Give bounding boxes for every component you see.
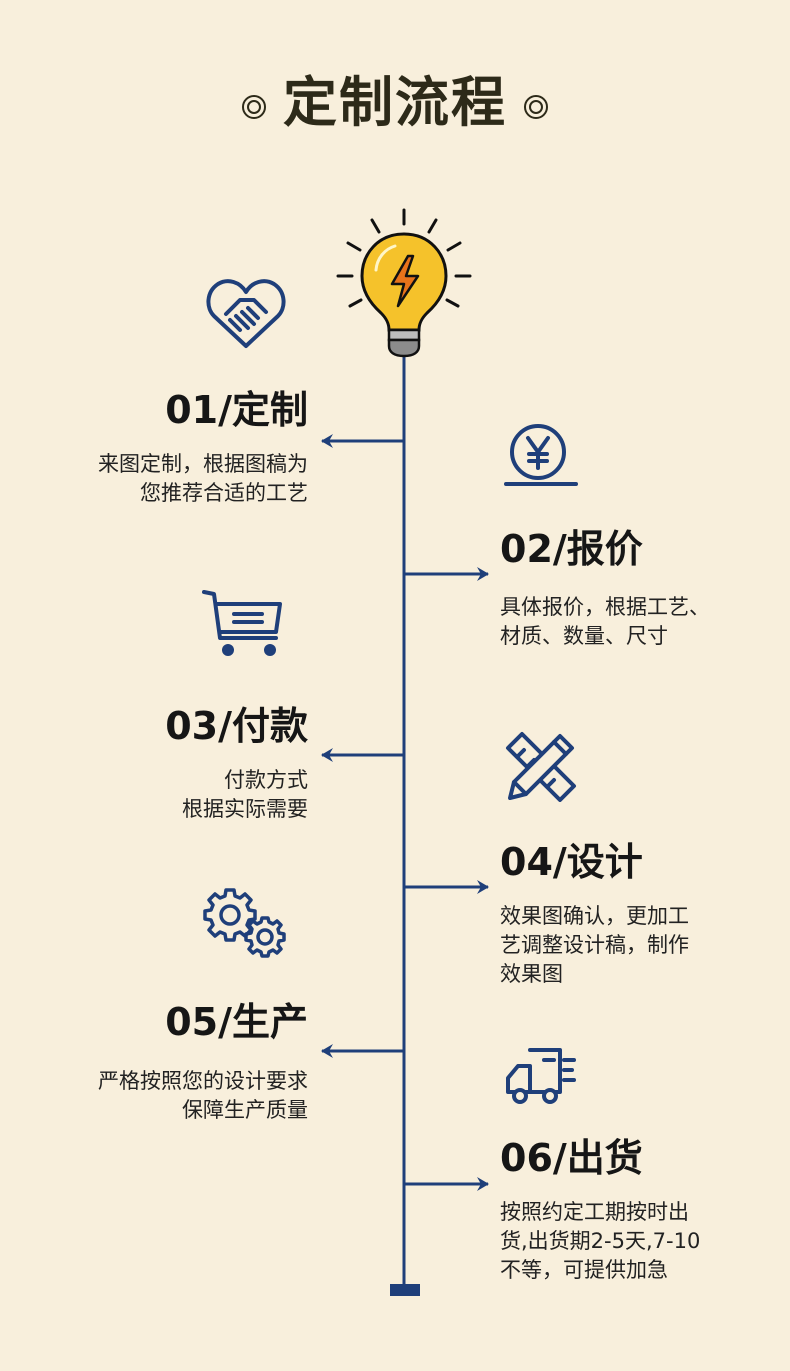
step-06-title: 06/出货 xyxy=(500,1136,643,1180)
step-02-title: 02/报价 xyxy=(500,527,643,571)
lightbulb-icon xyxy=(336,208,472,358)
shopping-cart-icon xyxy=(202,590,282,656)
page-title-text: 定制流程 xyxy=(283,70,507,134)
step-02-desc: 具体报价，根据工艺、 材质、数量、尺寸 xyxy=(500,595,710,648)
pencil-ruler-icon xyxy=(506,732,576,802)
handshake-heart-icon xyxy=(206,279,286,348)
ornament-right-icon xyxy=(524,94,548,119)
yen-coin-icon xyxy=(504,424,578,486)
step-05-desc: 严格按照您的设计要求 保障生产质量 xyxy=(98,1069,308,1122)
delivery-truck-icon xyxy=(506,1048,576,1104)
page-title: 定制流程 xyxy=(0,62,790,142)
step-04-title: 04/设计 xyxy=(500,840,643,884)
step-05-title: 05/生产 xyxy=(165,1000,308,1044)
gears-icon xyxy=(203,888,286,958)
step-03-desc: 付款方式 根据实际需要 xyxy=(182,768,308,821)
step-03-title: 03/付款 xyxy=(165,704,308,748)
ornament-left-icon xyxy=(242,94,266,119)
step-06-desc: 按照约定工期按时出 货,出货期2-5天,7-10 不等，可提供加急 xyxy=(500,1200,701,1282)
timeline-base xyxy=(390,1284,420,1296)
step-01-title: 01/定制 xyxy=(165,388,308,432)
step-01-desc: 来图定制，根据图稿为 您推荐合适的工艺 xyxy=(98,452,308,505)
step-04-desc: 效果图确认，更加工 艺调整设计稿，制作 效果图 xyxy=(500,904,689,986)
